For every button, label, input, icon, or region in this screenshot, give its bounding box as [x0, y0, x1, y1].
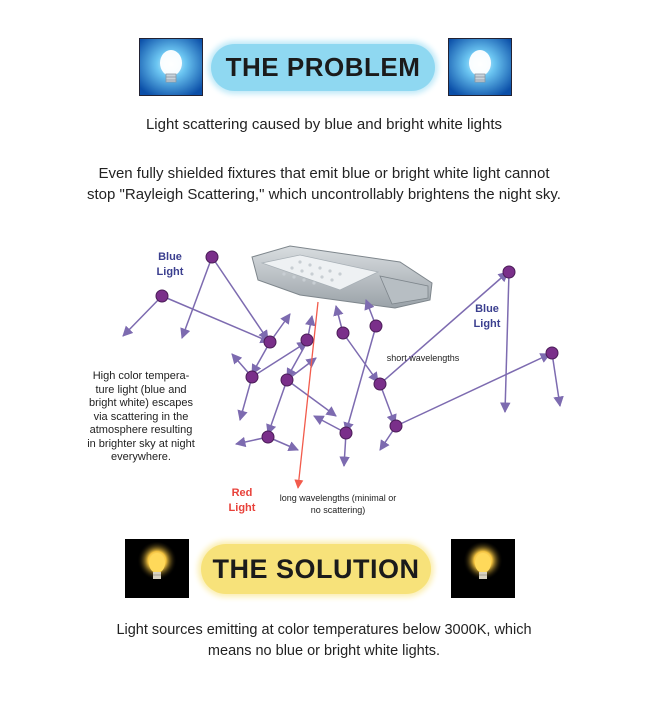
yellow-bulb-icon-left	[125, 539, 189, 598]
desc-line: via scattering in the	[93, 410, 189, 423]
red-light-label: Red Light	[222, 486, 262, 516]
blue-light-label-left: Blue Light	[150, 250, 190, 280]
desc-line: ture light (blue and	[95, 383, 187, 396]
scattering-description: High color tempera- ture light (blue and…	[70, 370, 212, 465]
blue-light-label-right: Blue Light	[466, 302, 508, 332]
label-line: Blue	[475, 303, 499, 315]
desc-line: in brighter sky at night	[87, 437, 195, 450]
short-wavelengths-label: short wavelengths	[386, 353, 460, 363]
desc-line: everywhere.	[111, 451, 171, 463]
problem-subtitle: Light scattering caused by blue and brig…	[145, 116, 503, 133]
solution-line-2: means no blue or bright white lights.	[207, 643, 441, 659]
label-line: no scattering)	[310, 505, 366, 515]
problem-title: THE PROBLEM	[211, 44, 435, 91]
desc-line: High color tempera-	[92, 370, 190, 382]
label-line: Light	[228, 502, 256, 514]
desc-line: atmosphere resulting	[89, 424, 193, 436]
red-light-ray	[294, 301, 319, 489]
blue-bulb-icon-left	[139, 38, 203, 96]
blue-bulb-icon-right	[448, 38, 512, 96]
label-line: Red	[231, 487, 253, 499]
label-line: long wavelengths (minimal or	[279, 493, 397, 503]
solution-line-1: Light sources emitting at color temperat…	[116, 622, 532, 638]
desc-line: bright white) escapes	[89, 397, 193, 409]
street-light-fixture	[251, 245, 433, 309]
label-line: Light	[473, 318, 501, 330]
solution-description: Light sources emitting at color temperat…	[0, 620, 648, 662]
scatter-nodes	[155, 250, 559, 444]
solution-title: THE SOLUTION	[201, 544, 431, 594]
long-wavelengths-label: long wavelengths (minimal or no scatteri…	[258, 492, 418, 516]
yellow-bulb-icon-right	[451, 539, 515, 598]
label-line: Blue	[158, 251, 182, 263]
paragraph-line-1: Even fully shielded fixtures that emit b…	[98, 165, 550, 182]
problem-paragraph: Even fully shielded fixtures that emit b…	[0, 163, 648, 205]
paragraph-line-2: stop "Rayleigh Scattering," which uncont…	[87, 186, 561, 203]
label-line: Light	[156, 266, 184, 278]
